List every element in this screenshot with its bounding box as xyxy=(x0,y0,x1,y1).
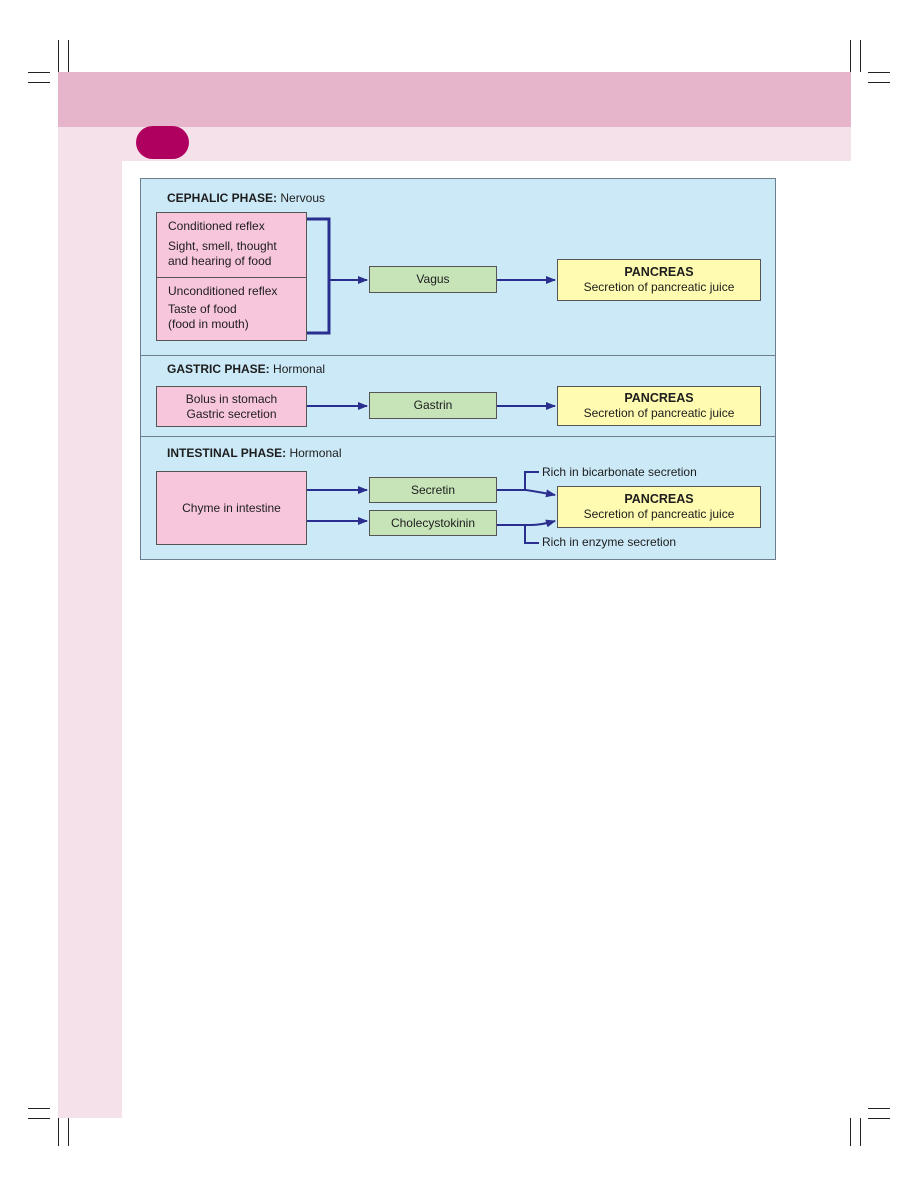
intestinal-pancreas-box: PANCREAS Secretion of pancreatic juice xyxy=(557,486,761,528)
phase-divider-2 xyxy=(141,436,775,437)
gastrin-box: Gastrin xyxy=(369,392,497,419)
unconditioned-stimuli-line2: (food in mouth) xyxy=(168,317,249,331)
pancreas-label: PANCREAS xyxy=(624,391,694,405)
cephalic-phase-title: CEPHALIC PHASE: Nervous xyxy=(167,191,326,205)
unconditioned-reflex-label: Unconditioned reflex xyxy=(168,284,278,298)
pancreas-effect: Secretion of pancreatic juice xyxy=(583,280,735,294)
chapter-marker xyxy=(136,126,189,159)
conditioned-stimuli-line2: and hearing of food xyxy=(168,254,272,268)
bicarbonate-note: Rich in bicarbonate secretion xyxy=(542,465,697,479)
gastric-phase-title: GASTRIC PHASE: Hormonal xyxy=(167,362,326,376)
cholecystokinin-box: Cholecystokinin xyxy=(369,510,497,536)
sub-header-band xyxy=(58,127,851,161)
conditioned-reflex-label: Conditioned reflex xyxy=(168,219,265,233)
unconditioned-reflex-box: Unconditioned reflex Taste of food (food… xyxy=(156,277,307,341)
enzyme-note: Rich in enzyme secretion xyxy=(542,535,677,549)
pancreas-effect: Secretion of pancreatic juice xyxy=(583,406,735,420)
bolus-stimulus-box: Bolus in stomach Gastric secretion xyxy=(156,386,307,427)
secretin-to-pancreas-arrow xyxy=(497,489,556,498)
bicarbonate-branch-line xyxy=(524,471,539,490)
cephalic-bracket-line xyxy=(307,217,331,335)
secretin-box: Secretin xyxy=(369,477,497,503)
header-band xyxy=(58,72,851,127)
chyme-stimulus-box: Chyme in intestine xyxy=(156,471,307,545)
pancreatic-secretion-diagram: CEPHALIC PHASE: Nervous Conditioned refl… xyxy=(140,178,776,560)
pancreas-label: PANCREAS xyxy=(624,492,694,506)
conditioned-reflex-box: Conditioned reflex Sight, smell, thought… xyxy=(156,212,307,278)
phase-divider-1 xyxy=(141,355,775,356)
enzyme-branch-line xyxy=(524,525,539,544)
side-margin-band xyxy=(58,161,122,1118)
unconditioned-stimuli-line1: Taste of food xyxy=(168,302,237,316)
gastric-pancreas-box: PANCREAS Secretion of pancreatic juice xyxy=(557,386,761,426)
vagus-box: Vagus xyxy=(369,266,497,293)
intestinal-phase-title: INTESTINAL PHASE: Hormonal xyxy=(167,446,342,460)
pancreas-label: PANCREAS xyxy=(624,265,694,279)
cck-to-pancreas-arrow xyxy=(497,519,556,528)
cephalic-pancreas-box: PANCREAS Secretion of pancreatic juice xyxy=(557,259,761,301)
pancreas-effect: Secretion of pancreatic juice xyxy=(583,507,735,521)
connector-lines xyxy=(307,217,556,544)
conditioned-stimuli-line1: Sight, smell, thought xyxy=(168,239,277,253)
